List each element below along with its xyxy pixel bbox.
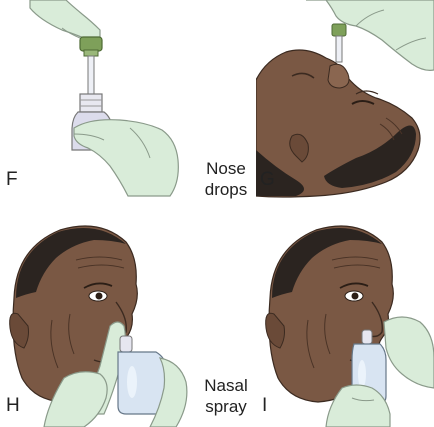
beard [324,125,416,188]
spray-nozzle [119,335,133,353]
gloved-hand-bottle-grip [149,357,188,427]
gloved-hand-holding-spray [43,371,108,427]
hair [256,150,304,196]
closed-eye [351,100,375,105]
lower-gloved-hand [73,119,179,197]
panel-h-nasal-spray-self [0,218,200,427]
panel-g-drawing [256,0,434,198]
caption-nose-drops-line2: drops [204,180,248,199]
dropper-tube [335,35,343,63]
gloved-hand-holding-dropper [306,0,434,71]
panel-i-nasal-spray-insertion [256,218,434,427]
panel-f-dropper-bottle [0,0,200,200]
dropper-cap [331,23,347,37]
caption-nose-drops: Nose drops [196,158,256,200]
panel-h-drawing [9,225,188,427]
spray-bottle [117,351,167,415]
upper-gloved-hand [29,0,101,43]
panel-label-h: H [6,395,20,416]
panel-i-drawing [265,225,434,427]
bottle-neck [79,93,103,113]
ear [9,312,29,349]
caption-nose-drops-line1: Nose [206,159,246,178]
spray-nozzle [361,329,373,345]
panel-label-g: G [260,169,275,190]
caption-nasal-spray: Nasal spray [196,375,256,417]
upper-hand-fingers [61,27,81,39]
nose [369,301,383,338]
panel-f-drawing [29,0,179,197]
nose [327,63,350,89]
mouth [291,72,315,79]
gloved-hand-lower [325,384,391,427]
dropper-tube [87,55,95,95]
caption-nasal-spray-line2: spray [205,397,247,416]
hair [16,228,126,298]
dropper-cap [79,36,103,52]
ear [289,133,309,163]
caption-nasal-spray-line1: Nasal [204,376,248,395]
panel-label-f: F [6,169,18,190]
panel-g-nose-drops-administration [256,0,434,200]
gloved-hand-right [383,316,434,389]
panel-label-i: I [262,395,268,416]
ear [265,312,285,349]
dropper-cap-ring [83,49,99,57]
hair [272,228,382,298]
